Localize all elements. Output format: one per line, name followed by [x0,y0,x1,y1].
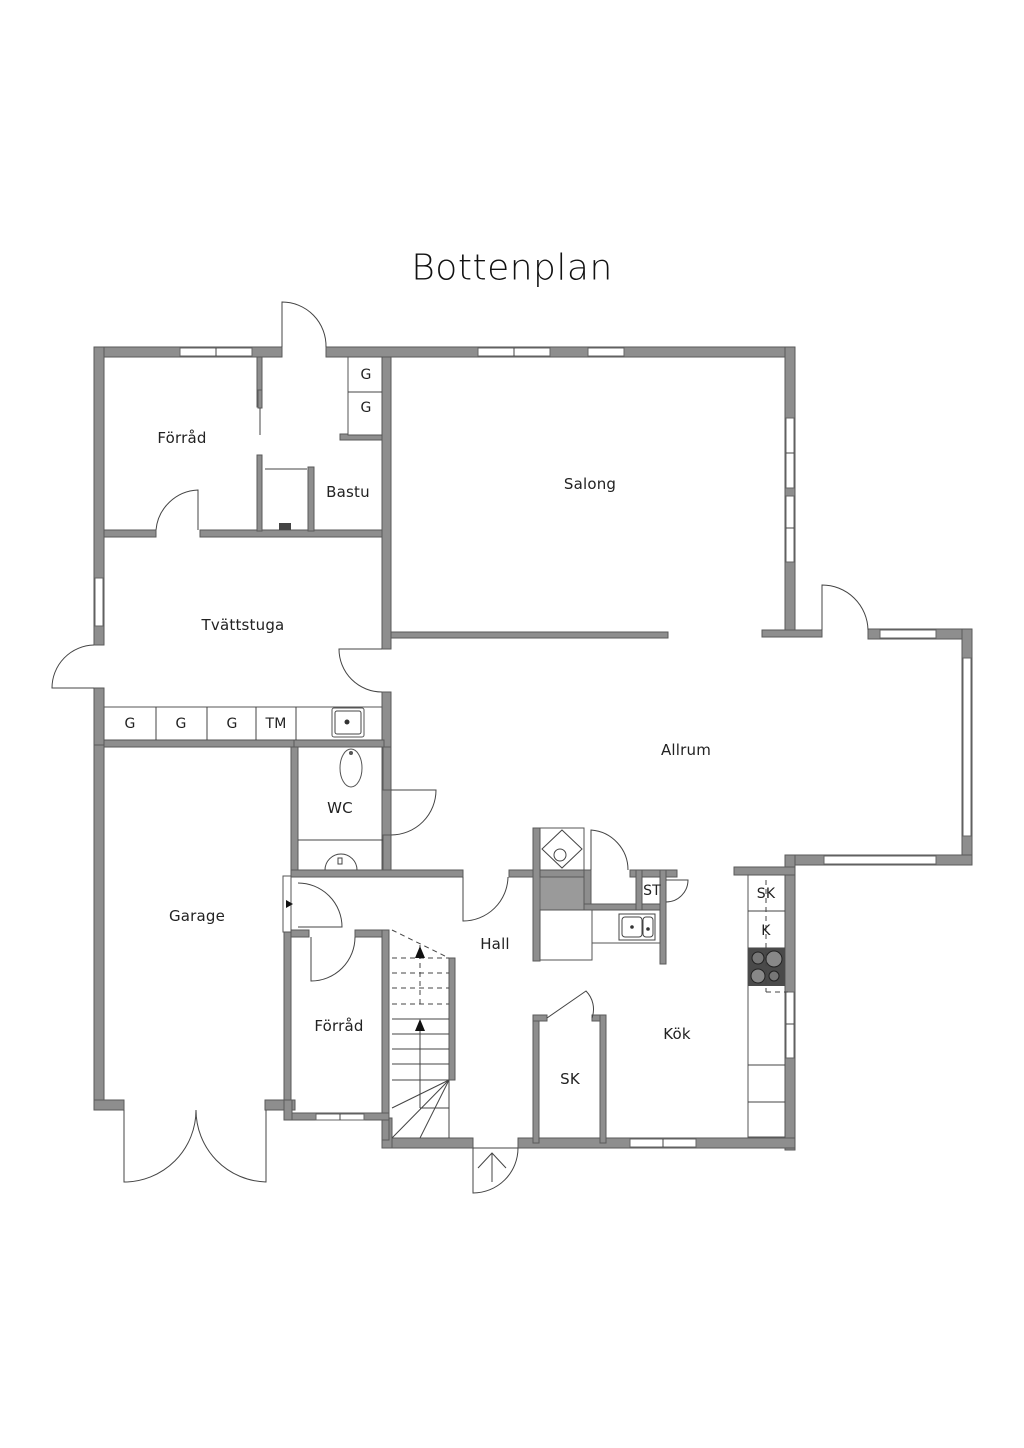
fixture-label-k: K [761,923,771,939]
doors [51,301,869,1194]
room-label-kok: Kök [663,1025,691,1043]
fixture-label-tm: TM [265,716,287,732]
fixture-label-g: G [175,716,187,732]
fixture-label-g: G [360,367,372,383]
room-label-garage: Garage [168,907,226,925]
room-label-bastu: Bastu [326,483,370,501]
room-label-salong: Salong [563,475,617,493]
fixture-label-g: G [124,716,136,732]
room-label-tvattstuga: Tvättstuga [201,616,285,634]
room-label-allrum: Allrum [660,741,712,759]
room-label-wc: WC [327,799,353,817]
room-label-forrad-bottom: Förråd [314,1017,364,1035]
room-label-sk-hall: SK [560,1070,580,1088]
room-label-hall: Hall [480,935,510,953]
fixtures [103,356,788,1138]
page-title: Bottenplan [411,247,613,289]
fixture-label-st: ST [643,883,661,899]
fixture-label-sk: SK [756,886,776,902]
fixture-label-g: G [360,400,372,416]
fixture-label-g: G [226,716,238,732]
walls [93,346,973,1151]
room-label-forrad-top: Förråd [157,429,207,447]
staircase [391,929,450,1139]
windows [94,347,972,1148]
